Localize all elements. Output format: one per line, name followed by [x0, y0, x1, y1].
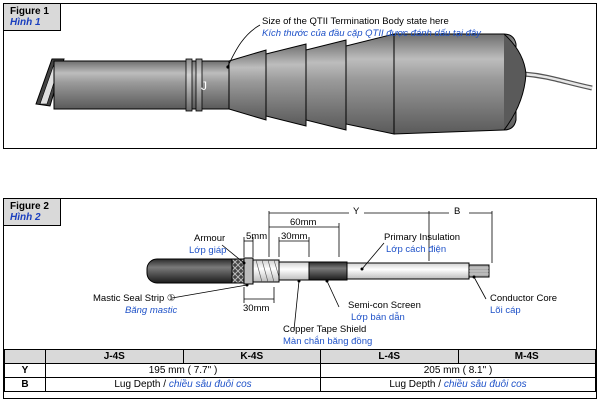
body-top-cap [393, 33, 517, 135]
table-row-y-lm-value: 205 mm ( 8.1" ) [320, 363, 596, 378]
callout-copper-tape-shield-vi: Màn chắn băng đồng [283, 336, 373, 347]
figure-2-title: Figure 2 [10, 201, 49, 212]
table-row-b-jk-value: Lug Depth / chiều sâu đuôi cos [45, 377, 321, 392]
callout-conductor-core: Conductor Core [490, 293, 558, 304]
dimension-b-label: B [454, 206, 461, 217]
cable-prep-drawing [146, 211, 493, 331]
table-row-b: B Lug Depth / chiều sâu đuôi cos Lug Dep… [4, 377, 596, 392]
semicon-screen [308, 261, 348, 281]
figure-1-annotation-vi: Kích thước của đầu cặp QTII được đánh dấ… [262, 28, 481, 39]
callout-conductor-core-vi: Lõi cáp [490, 305, 521, 316]
figure-2-panel: Figure 2 Hình 2 [3, 198, 597, 399]
table-row-y-jk-value: 195 mm ( 7.7" ) [45, 363, 321, 378]
callout-primary-insulation-vi: Lớp cách điện [386, 244, 447, 255]
lug-depth-en-right: Lug Depth / [389, 378, 444, 390]
size-spec-table: J-4S K-4S L-4S M-4S Y 195 mm ( 7.7" ) 20… [4, 349, 596, 392]
figure-1-title-vi: Hình 1 [10, 17, 41, 28]
callout-armour: Armour [194, 233, 226, 244]
table-corner-cell [4, 349, 46, 364]
table-header-j4s: J-4S [45, 349, 184, 364]
shed-4 [345, 33, 395, 135]
callout-mastic-seal-strip-vi: Băng mastic [125, 305, 178, 316]
body-mark-j: J [201, 79, 207, 93]
table-header-m4s: M-4S [457, 349, 596, 364]
dimension-30mm-bottom-label: 30mm [243, 303, 270, 314]
table-row-y: Y 195 mm ( 7.7" ) 205 mm ( 8.1" ) [4, 363, 596, 378]
table-row-b-key: B [4, 377, 46, 392]
shed-2 [265, 43, 307, 127]
table-header-k4s: K-4S [182, 349, 321, 364]
cable-jacket [146, 258, 243, 284]
figure-2-title-vi: Hình 2 [10, 212, 41, 223]
lug-depth-vi-right: chiều sâu đuôi cos [443, 378, 527, 390]
table-header-row: J-4S K-4S L-4S M-4S [4, 349, 596, 364]
figure-1-label: Figure 1 Hình 1 [4, 4, 61, 31]
shed-3 [305, 39, 347, 131]
table-row-b-lm-value: Lug Depth / chiều sâu đuôi cos [320, 377, 596, 392]
lug-depth-vi-left: chiều sâu đuôi cos [168, 378, 252, 390]
table-header-l4s: L-4S [320, 349, 459, 364]
dimension-60mm-label: 60mm [290, 217, 317, 228]
dimension-y-label: Y [353, 206, 360, 217]
dimension-5mm-label: 5mm [246, 231, 268, 242]
callout-armour-vi: Lớp giáp [189, 245, 227, 256]
shed-1 [228, 49, 267, 121]
callout-semicon-screen-vi: Lớp bán dẫn [351, 312, 405, 323]
termination-body-drawing: J [35, 24, 593, 135]
lug-depth-en-left: Lug Depth / [114, 378, 169, 390]
dimension-30mm-top-label: 30mm [281, 231, 308, 242]
callout-copper-tape-shield: Copper Tape Shield [283, 324, 367, 335]
figure-1-panel: Figure 1 Hình 1 [3, 3, 597, 149]
callout-semicon-screen: Semi-con Screen [348, 300, 421, 311]
figure-1-title: Figure 1 [10, 6, 49, 17]
figure-2-label: Figure 2 Hình 2 [4, 199, 61, 226]
callout-mastic-seal-strip: Mastic Seal Strip ① [93, 293, 176, 304]
mastic-strip [243, 257, 254, 285]
callout-primary-insulation: Primary Insulation [384, 232, 461, 243]
table-row-y-key: Y [4, 363, 46, 378]
figure-1-annotation: Size of the QTII Termination Body state … [262, 16, 449, 27]
